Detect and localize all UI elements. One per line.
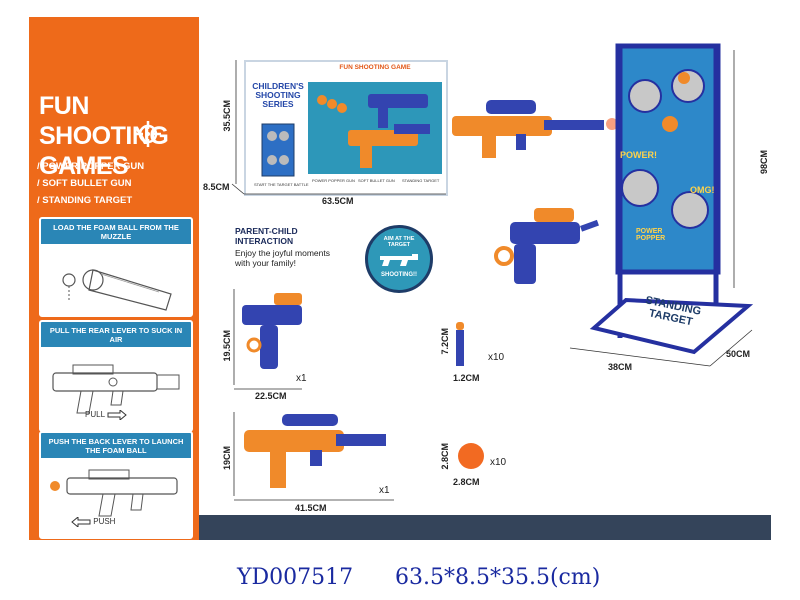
rifle-silhouette-icon bbox=[380, 254, 418, 266]
left-info-panel: FUN SHOOTING GAMES / POWER POPPER GUN / … bbox=[29, 17, 199, 540]
crosshair-icon bbox=[135, 121, 161, 147]
box-contents-illustration bbox=[308, 70, 442, 190]
push-lever-illustration bbox=[50, 469, 178, 517]
rifle-height-dim: 19CM bbox=[222, 446, 232, 471]
dart-width-dim: 1.2CM bbox=[453, 373, 480, 383]
box-caption: POWER POPPER GUN bbox=[312, 178, 355, 183]
pistol-quantity: x1 bbox=[296, 373, 307, 384]
arrow-right-icon bbox=[107, 408, 127, 422]
box-side-caption: START THE TARGET BATTLE bbox=[254, 182, 309, 187]
ball-height-dim: 2.8CM bbox=[440, 443, 450, 470]
product-code: YD007517 bbox=[237, 565, 354, 590]
rifle-width-dim: 41.5CM bbox=[295, 503, 327, 513]
ball-width-dim: 2.8CM bbox=[453, 477, 480, 487]
step-card-pull: PULL THE REAR LEVER TO SUCK IN AIR PULL bbox=[39, 320, 193, 432]
panel-title-line1: FUN SHOOTING bbox=[39, 92, 169, 150]
box-width-dim: 63.5CM bbox=[322, 196, 354, 206]
badge-bottom-text: SHOOTING!! bbox=[381, 272, 417, 278]
rifle-dimension-illustration bbox=[233, 412, 394, 501]
package-size: 63.5*8.5*35.5(cm) bbox=[395, 565, 601, 590]
step-text: PUSH THE BACK LEVER TO LAUNCH THE FOAM B… bbox=[41, 433, 191, 458]
foam-ball-illustration bbox=[458, 443, 484, 469]
box-caption: SOFT BULLET GUN bbox=[358, 178, 395, 183]
pull-label: PULL bbox=[85, 408, 127, 422]
step-card-push: PUSH THE BACK LEVER TO LAUNCH THE FOAM B… bbox=[39, 431, 193, 539]
target-thumbnail bbox=[261, 123, 295, 177]
box-window bbox=[308, 70, 442, 190]
box-header: FUN SHOOTING GAME bbox=[339, 64, 411, 71]
target-banner-word: OMG! bbox=[690, 185, 715, 195]
pistol-width-dim: 22.5CM bbox=[255, 391, 287, 401]
box-left-panel: CHILDREN'S SHOOTING SERIES bbox=[250, 70, 306, 190]
standing-target-illustration bbox=[569, 43, 754, 367]
load-ball-illustration bbox=[62, 269, 172, 311]
product-box: CHILDREN'S SHOOTING SERIES FUN SHOOTING … bbox=[244, 60, 448, 196]
bottom-bar bbox=[199, 515, 771, 540]
pull-lever-illustration bbox=[52, 364, 180, 414]
step-text: LOAD THE FOAM BALL FROM THE MUZZLE bbox=[41, 219, 191, 244]
aim-badge: AIM AT THE TARGET SHOOTING!! bbox=[365, 225, 433, 293]
feature-item: / STANDING TARGET bbox=[37, 195, 133, 206]
parent-child-block: PARENT-CHILD INTERACTION Enjoy the joyfu… bbox=[235, 226, 345, 268]
ball-quantity: x10 bbox=[490, 457, 507, 468]
parent-child-body: Enjoy the joyful moments with your famil… bbox=[235, 248, 330, 268]
target-banner-word: POWER! bbox=[620, 150, 657, 160]
dart-length-dim: 7.2CM bbox=[440, 328, 450, 355]
target-width-dim: 38CM bbox=[608, 362, 633, 372]
feature-item: / SOFT BULLET GUN bbox=[37, 178, 132, 189]
box-depth-dim: 8.5CM bbox=[203, 182, 230, 192]
feature-item: / POWER POPPER GUN bbox=[37, 161, 145, 172]
push-label: PUSH bbox=[71, 515, 115, 529]
pistol-illustration bbox=[494, 208, 599, 284]
target-banner-word: POWER POPPER bbox=[636, 228, 666, 242]
dart-quantity: x10 bbox=[488, 352, 505, 363]
badge-top-text: AIM AT THE TARGET bbox=[383, 236, 415, 248]
box-caption: STANDING TARGET bbox=[402, 178, 440, 183]
target-height-dim: 98CM bbox=[759, 150, 769, 175]
pistol-dimension-illustration bbox=[233, 289, 302, 390]
rifle-shooting-illustration bbox=[452, 100, 618, 158]
arrow-left-icon bbox=[71, 515, 91, 529]
panel-title-line2: GAMES bbox=[39, 152, 129, 180]
step-text: PULL THE REAR LEVER TO SUCK IN AIR bbox=[41, 322, 191, 347]
box-dimension-lines bbox=[231, 60, 446, 195]
parent-child-heading: PARENT-CHILD INTERACTION bbox=[235, 226, 298, 246]
target-depth-dim: 50CM bbox=[726, 349, 751, 359]
box-brand: CHILDREN'S SHOOTING SERIES bbox=[252, 81, 304, 109]
rifle-quantity: x1 bbox=[379, 485, 390, 496]
step-card-load: LOAD THE FOAM BALL FROM THE MUZZLE bbox=[39, 217, 193, 317]
foam-dart-illustration bbox=[456, 322, 464, 366]
pistol-height-dim: 19.5CM bbox=[222, 330, 232, 362]
